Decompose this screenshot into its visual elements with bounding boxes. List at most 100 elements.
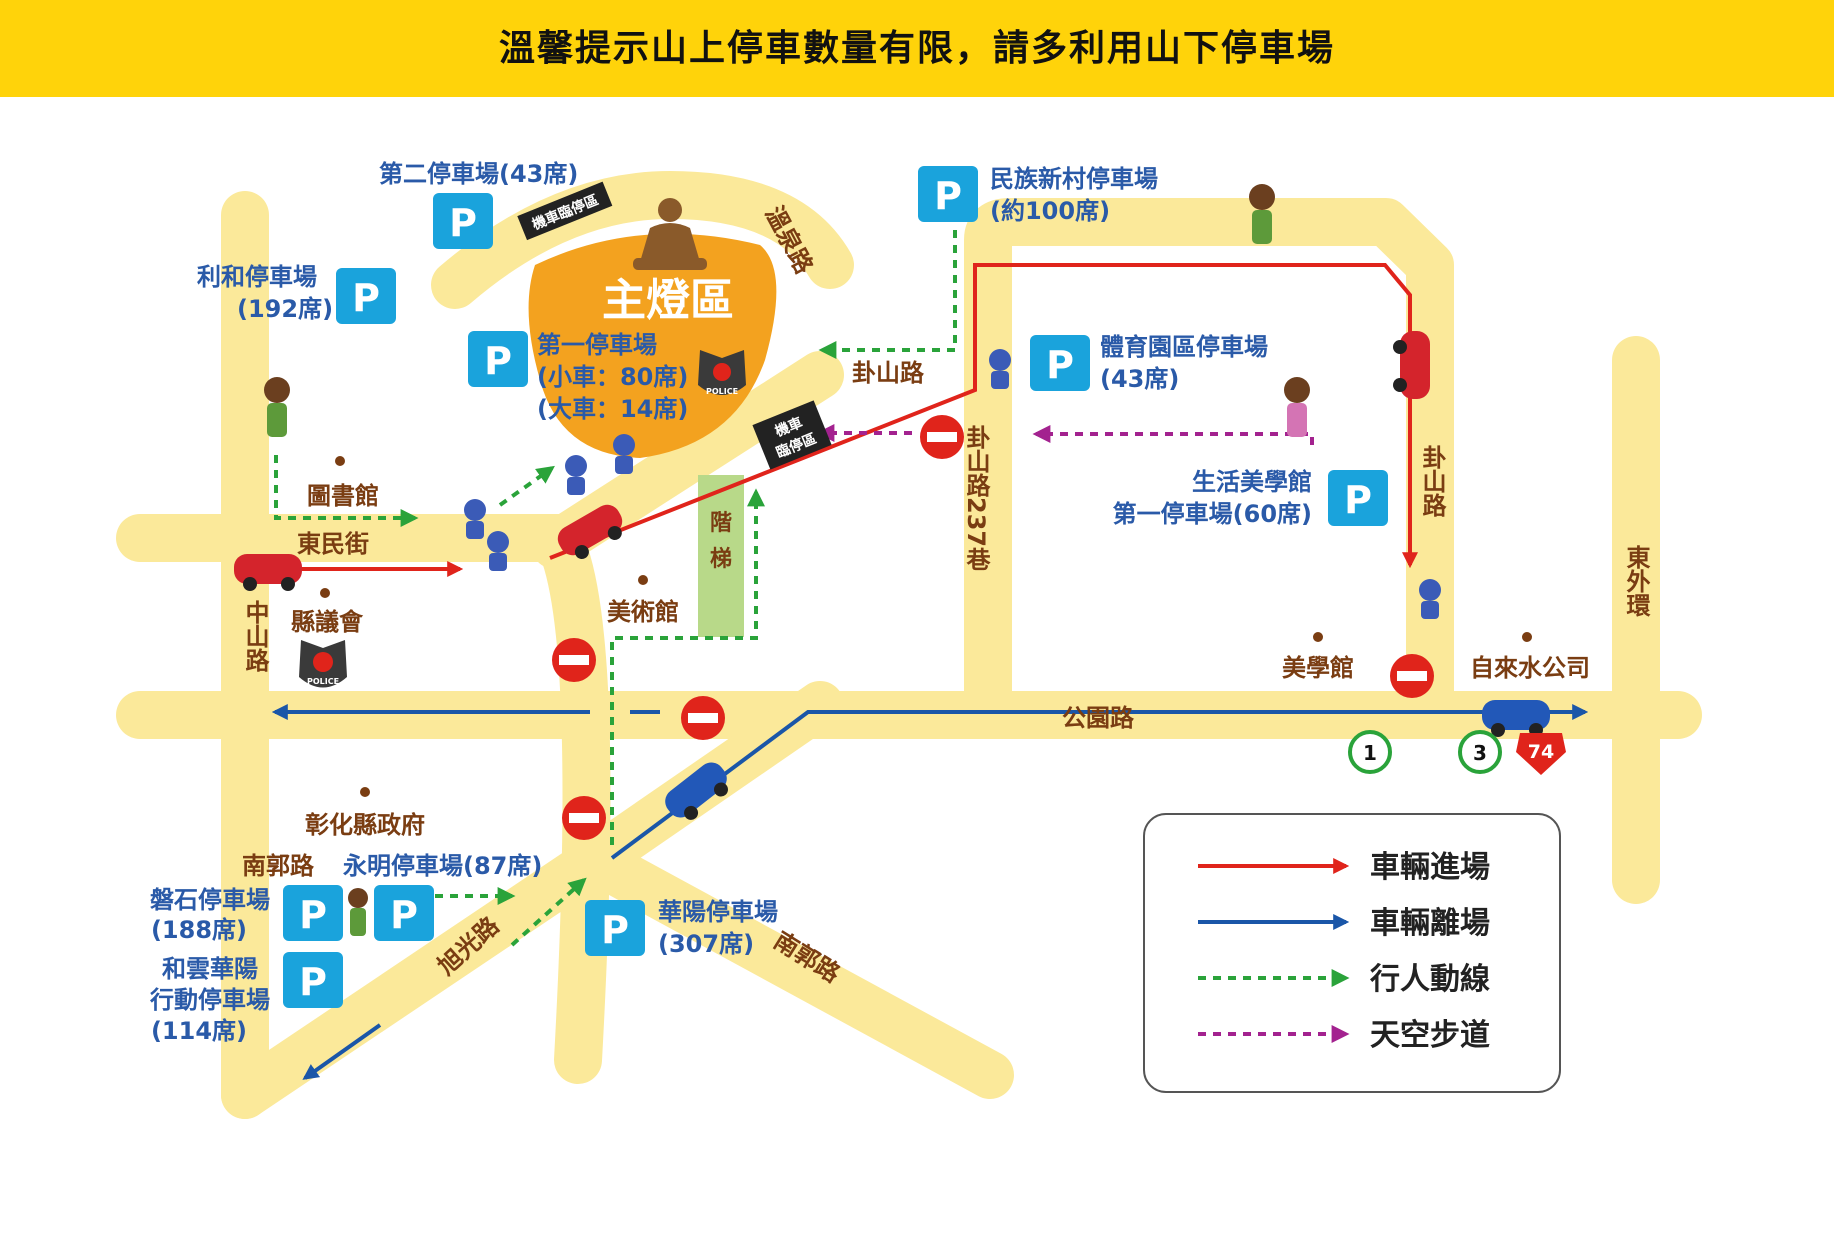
svg-text:階: 階	[710, 511, 732, 536]
police-badge-icon: POLICE	[698, 350, 746, 396]
legend-label: 天空步道	[1370, 1018, 1490, 1053]
heyun-seats: (114席)	[151, 1017, 247, 1045]
road-nanguo-lower	[571, 836, 1014, 1099]
parking-icon-p2: P	[433, 193, 493, 249]
blue-car-icon	[665, 762, 728, 820]
legend-label: 車輛離場	[1370, 906, 1490, 941]
svg-text:P: P	[299, 893, 327, 937]
p1-large: (大車：14席)	[537, 395, 688, 423]
huayang-seats: (307席)	[658, 930, 754, 958]
road-label-gongyuan: 公園路	[1062, 704, 1135, 732]
lihe-seats: (192席)	[237, 295, 333, 323]
heyun-line1: 和雲華陽	[162, 955, 258, 983]
police-officer-icon	[464, 499, 486, 539]
svg-text:3: 3	[1473, 741, 1487, 765]
svg-text:P: P	[299, 960, 327, 1004]
police-badge-icon: POLICE	[299, 640, 347, 688]
place-label-art-museum: 美術館	[607, 598, 679, 626]
stairs-block	[698, 475, 744, 637]
panshi-seats: (188席)	[151, 916, 247, 944]
place-label-aesthetics: 美學館	[1282, 654, 1354, 682]
route-marker-74: 74	[1516, 733, 1566, 775]
road-label-dongmin: 東民街	[297, 530, 369, 558]
huayang-label: 華陽停車場	[658, 898, 778, 926]
no-entry-icon	[552, 638, 596, 682]
road-label-dongwai: 東外環	[1622, 545, 1650, 618]
parking-icon-sports: P	[1030, 335, 1090, 391]
police-officer-icon	[1419, 579, 1441, 619]
parking-icon-p1: P	[468, 331, 528, 387]
road-wenquan	[431, 171, 854, 309]
no-entry-icon	[562, 796, 606, 840]
stairs-label-2: 梯	[710, 546, 732, 572]
parking-icon-lihe: P	[336, 268, 396, 324]
person-icon	[264, 377, 290, 437]
place-label-county-gov: 彰化縣政府	[305, 811, 425, 839]
p2-label: 第二停車場(43席)	[379, 160, 578, 188]
yongming-label: 永明停車場(87席)	[343, 852, 542, 880]
skywalk-routes	[816, 424, 1314, 445]
stairs-label-1: 階	[710, 511, 732, 536]
route-marker-1: 1	[1348, 730, 1392, 774]
life-seats: 第一停車場(60席)	[1113, 500, 1312, 528]
panshi-label: 磐石停車場	[150, 886, 270, 914]
main-area-label: 主燈區	[602, 275, 734, 326]
lihe-label: 利和停車場	[197, 263, 317, 291]
route-marker-3: 3	[1458, 730, 1502, 774]
parking-icon-life: P	[1328, 470, 1388, 526]
legend-item: 天空步道	[1198, 1018, 1490, 1053]
road-label-nanguo-1: 南郭路	[242, 852, 315, 880]
svg-text:P: P	[484, 339, 512, 383]
place-label-water: 自來水公司	[1470, 654, 1590, 682]
no-entry-icon	[920, 415, 964, 459]
road-label-zhongshan: 中山路	[241, 600, 269, 672]
minzu-label: 民族新村停車場	[990, 165, 1158, 193]
svg-text:P: P	[352, 276, 380, 320]
parking-icon-panshi: P	[283, 885, 343, 941]
police-officer-icon	[613, 434, 635, 474]
buddha-statue-icon	[633, 198, 707, 270]
red-car-icon	[557, 504, 623, 559]
parking-icon-yongming: P	[374, 885, 434, 941]
sports-label: 體育園區停車場	[1100, 333, 1268, 361]
road-label-guashan-237: 卦山路237巷	[962, 425, 991, 571]
svg-text:P: P	[1344, 478, 1372, 522]
no-entry-icon	[681, 696, 725, 740]
police-officer-icon	[989, 349, 1011, 389]
legend-item: 行人動線	[1198, 962, 1490, 997]
person-icon	[348, 888, 368, 936]
heyun-line2: 行動停車場	[149, 986, 270, 1014]
parking-icon-minzu: P	[918, 166, 978, 222]
life-label: 生活美學館	[1192, 468, 1312, 496]
place-label-library: 圖書館	[307, 482, 379, 510]
road-label-guashan-right: 卦山路	[1418, 445, 1446, 517]
legend-item: 車輛進場	[1198, 850, 1490, 885]
legend-item: 車輛離場	[1198, 906, 1490, 941]
svg-text:梯: 梯	[710, 546, 732, 572]
svg-text:74: 74	[1528, 741, 1554, 763]
legend-label: 車輛進場	[1370, 850, 1490, 885]
person-icon	[1284, 377, 1310, 437]
svg-text:POLICE: POLICE	[307, 677, 339, 686]
road-label-guashan: 卦山路	[852, 359, 925, 387]
red-car-icon	[1393, 331, 1430, 399]
parking-icon-heyun: P	[283, 952, 343, 1008]
legend-box	[1143, 813, 1561, 1093]
svg-text:P: P	[1046, 343, 1074, 387]
police-officer-icon	[487, 531, 509, 571]
svg-text:P: P	[390, 893, 418, 937]
road-nanguo-upper	[541, 531, 611, 1084]
svg-text:P: P	[601, 908, 629, 952]
p1-label: 第一停車場	[537, 331, 657, 359]
banner-notice: 溫馨提示山上停車數量有限，請多利用山下停車場	[498, 28, 1335, 69]
place-dots	[320, 456, 1532, 797]
sports-seats: (43席)	[1100, 365, 1179, 393]
police-officer-icon	[565, 455, 587, 495]
svg-text:P: P	[934, 174, 962, 218]
svg-text:1: 1	[1363, 741, 1377, 765]
red-car-icon	[234, 554, 302, 591]
svg-text:POLICE: POLICE	[706, 387, 738, 396]
no-entry-icon	[1390, 654, 1434, 698]
